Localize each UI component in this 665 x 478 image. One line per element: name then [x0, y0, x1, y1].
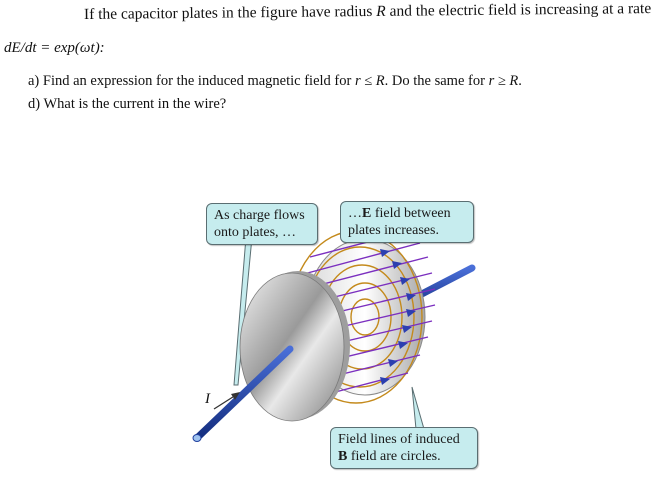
question-part-a: a) Find an expression for the induced ma…: [28, 73, 522, 90]
e-vector-symbol: E: [362, 206, 372, 221]
callout-2-line2: plates increases.: [348, 223, 439, 238]
part-a-mid: . Do the same for: [384, 73, 489, 89]
intro-text-end: and the electric field is increasing at …: [385, 0, 652, 20]
current-label: I: [205, 391, 210, 407]
callout-e-field: …E field between plates increases.: [340, 201, 474, 243]
e-field-arrows: [380, 249, 416, 385]
part-a-text: a) Find an expression for the induced ma…: [28, 73, 355, 89]
radius-symbol: R: [376, 2, 386, 20]
rate-equation: dE/dt = exp(ωt):: [4, 40, 105, 56]
callout-2-line1: …E field between: [348, 205, 466, 222]
b-vector-symbol: B: [338, 449, 348, 464]
current-arrowhead: [231, 392, 240, 400]
callout-pointer-bottom: [411, 386, 425, 430]
current-arrow: [213, 394, 237, 410]
intro-text: If the capacitor plates in the figure ha…: [83, 2, 377, 23]
ellipsis: …: [348, 206, 362, 221]
condition-inside: r ≤ R: [354, 73, 385, 89]
callout-3-text: field are circles.: [347, 449, 441, 464]
question-part-d: d) What is the current in the wire?: [28, 96, 227, 112]
callout-1-line2: onto plates, …: [214, 225, 297, 240]
capacitor-figure: I As charge flows onto plates, … …E fiel…: [180, 195, 500, 478]
part-a-suffix: .: [518, 73, 522, 89]
callout-2-text: field between: [371, 206, 451, 221]
callout-b-field: Field lines of induced B field are circl…: [330, 427, 478, 469]
capacitor-illustration: [192, 230, 476, 442]
callout-3-line2: B field are circles.: [338, 448, 470, 465]
question-intro-line: If the capacitor plates in the figure ha…: [84, 0, 651, 24]
callout-1-line1: As charge flows: [214, 208, 305, 223]
callout-charge-flows: As charge flows onto plates, …: [206, 203, 318, 245]
wire-end: [192, 434, 202, 442]
condition-outside: r ≥ R: [488, 73, 519, 89]
wire-front: [194, 345, 294, 441]
callout-3-line1: Field lines of induced: [338, 432, 460, 447]
